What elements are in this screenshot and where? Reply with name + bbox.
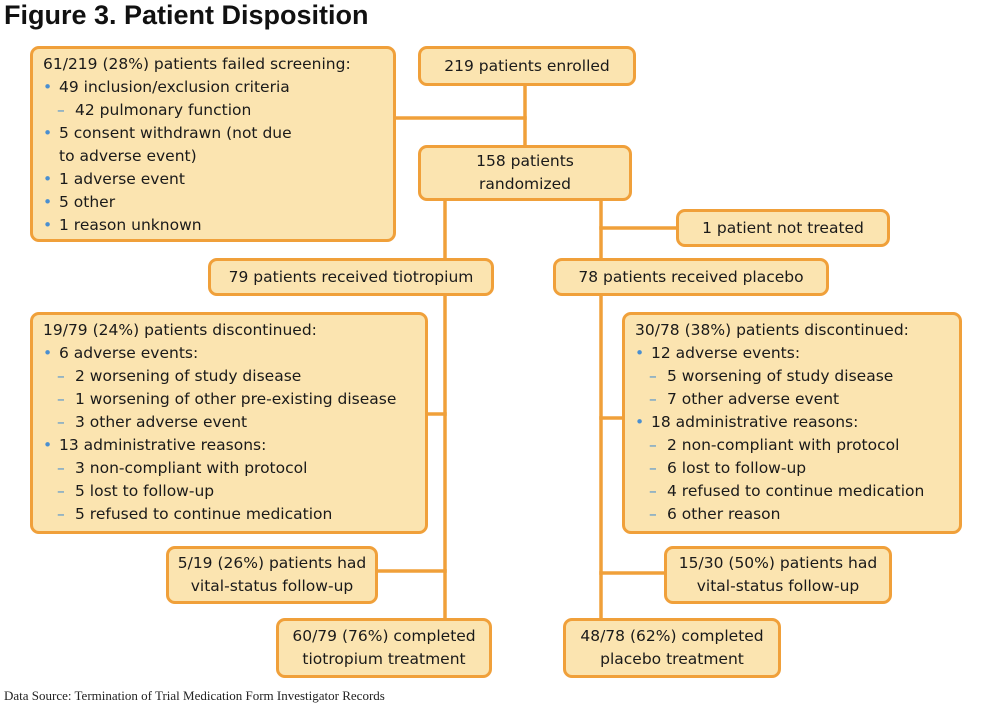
randomized-label-line1: 158 patients [476,152,574,170]
failed-screening-header: 61/219 (28%) patients failed screening: [43,55,351,73]
placebo-discontinued-box: 30/78 (38%) patients discontinued: • 12 a… [622,312,962,534]
bullet-icon: • [43,344,53,362]
data-source-note: Data Source: Termination of Trial Medica… [4,688,385,703]
dash-icon: – [57,367,65,385]
placebo-followup-box: 15/30 (50%) patients had vital-status fo… [664,546,892,604]
list-subitem: 2 worsening of study disease [75,367,302,385]
tiotropium-discontinued-box: 19/79 (24%) patients discontinued: • 6 ad… [30,312,428,534]
bullet-icon: • [43,193,53,211]
list-subitem: 7 other adverse event [667,390,840,408]
not-treated-label: 1 patient not treated [702,218,864,237]
list-item: 18 administrative reasons: [651,413,859,431]
dash-icon: – [649,436,657,454]
dash-icon: – [57,505,65,523]
not-treated-box: 1 patient not treated [676,209,890,247]
list-subitem: 42 pulmonary function [75,101,252,119]
dash-icon: – [57,101,65,119]
list-item-continuation: to adverse event) [59,147,197,165]
list-subitem: 1 worsening of other pre-existing diseas… [75,390,397,408]
list-subitem: 3 other adverse event [75,413,248,431]
placebo-completed-line2: placebo treatment [600,650,744,668]
list-item: 1 adverse event [59,170,185,188]
list-subitem: 5 lost to follow-up [75,482,215,500]
list-item: 1 reason unknown [59,216,202,234]
dash-icon: – [57,390,65,408]
tiotropium-completed-box: 60/79 (76%) completed tiotropium treatme… [276,618,492,678]
list-subitem: 5 refused to continue medication [75,505,333,523]
list-item: 13 administrative reasons: [59,436,267,454]
placebo-completed-box: 48/78 (62%) completed placebo treatment [563,618,781,678]
enrolled-box: 219 patients enrolled [418,46,636,86]
placebo-followup-line2: vital-status follow-up [696,577,860,595]
tiotropium-followup-line2: vital-status follow-up [190,577,354,595]
dash-icon: – [57,459,65,477]
tiotropium-completed-line2: tiotropium treatment [302,650,466,668]
placebo-followup-line1: 15/30 (50%) patients had [678,554,878,572]
list-item: 6 adverse events: [59,344,199,362]
dash-icon: – [649,482,657,500]
tiotropium-followup-line1: 5/19 (26%) patients had [177,554,367,572]
figure-title: Figure 3. Patient Disposition [4,0,369,30]
randomized-label-line2: randomized [479,175,571,193]
bullet-icon: • [43,78,53,96]
bullet-icon: • [43,170,53,188]
tiotropium-discontinued-header: 19/79 (24%) patients discontinued: [43,321,317,339]
dash-icon: – [57,482,65,500]
list-subitem: 6 lost to follow-up [667,459,807,477]
dash-icon: – [649,459,657,477]
dash-icon: – [57,413,65,431]
placebo-arm-box: 78 patients received placebo [553,258,829,296]
bullet-icon: • [43,124,53,142]
list-item: 49 inclusion/exclusion criteria [59,78,290,96]
list-subitem: 2 non-compliant with protocol [667,436,900,454]
randomized-box: 158 patients randomized [418,145,632,201]
enrolled-label: 219 patients enrolled [444,56,610,75]
placebo-discontinued-header: 30/78 (38%) patients discontinued: [635,321,909,339]
bullet-icon: • [43,216,53,234]
tiotropium-completed-line1: 60/79 (76%) completed [292,627,476,645]
bullet-icon: • [635,413,645,431]
dash-icon: – [649,505,657,523]
bullet-icon: • [43,436,53,454]
list-subitem: 3 non-compliant with protocol [75,459,308,477]
placebo-completed-line1: 48/78 (62%) completed [580,627,764,645]
list-item: 12 adverse events: [651,344,801,362]
failed-screening-box: 61/219 (28%) patients failed screening: … [30,46,396,242]
list-subitem: 5 worsening of study disease [667,367,894,385]
dash-icon: – [649,367,657,385]
tiotropium-arm-label: 79 patients received tiotropium [228,267,474,286]
bullet-icon: • [635,344,645,362]
list-subitem: 6 other reason [667,505,781,523]
list-subitem: 4 refused to continue medication [667,482,925,500]
list-item: 5 consent withdrawn (not due [59,124,292,142]
list-item: 5 other [59,193,116,211]
placebo-arm-label: 78 patients received placebo [578,267,804,286]
tiotropium-arm-box: 79 patients received tiotropium [208,258,494,296]
tiotropium-followup-box: 5/19 (26%) patients had vital-status fol… [166,546,378,604]
dash-icon: – [649,390,657,408]
